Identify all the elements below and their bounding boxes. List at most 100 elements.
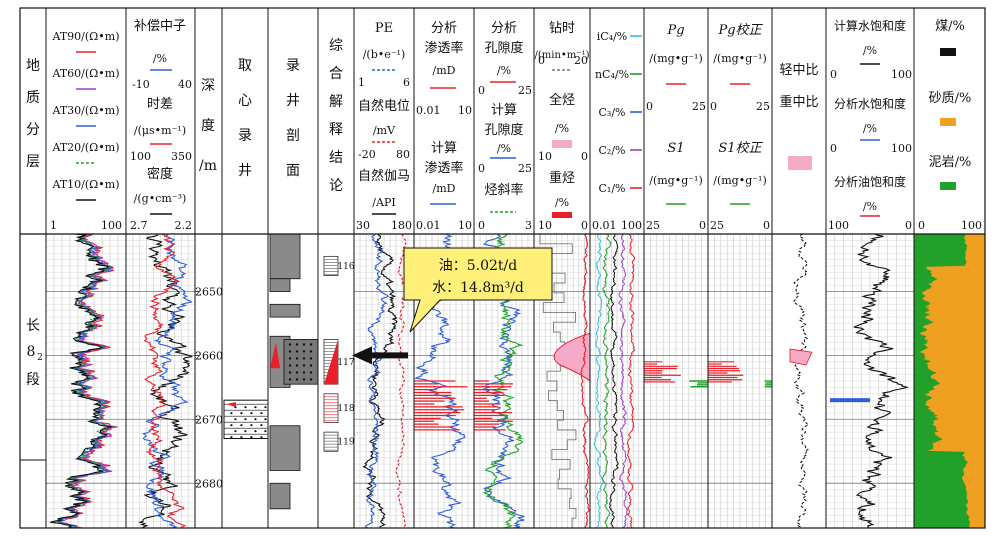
sand-fill [919,234,985,528]
sw-analysis-bar [830,398,870,403]
lith-dot [309,350,313,353]
depth-header-char: 度 [201,118,215,134]
scale-label: 100 [828,219,849,232]
sw-curve [853,233,910,529]
por-label: 孔隙度 [484,40,523,56]
tg-label: 全烃 [549,92,575,108]
scale-label: 0 [830,68,837,81]
core-dot [230,424,233,427]
zone-char: 段 [26,372,40,388]
ratio-label: 轻中比 [779,63,818,78]
scale-label: 2.7 [130,219,148,232]
core-dot [264,418,267,421]
interp-header-char: 综 [329,38,343,54]
heavy-gas-curve [580,233,590,529]
ratio-swatch [788,156,812,170]
lith-dot [309,364,313,367]
mud-swatch [940,182,956,190]
scale-label: 0 [581,219,588,232]
tg-unit: /% [555,122,569,135]
sp-curve [395,233,408,529]
callout-line2: 水：14.8m³/d [432,280,524,296]
interp-header-char: 结 [329,150,343,166]
s1-unit: /(mg•g⁻¹) [713,174,767,187]
gas-component-curve [626,233,636,529]
gr-unit: /API [372,196,395,209]
aso-label: 分析油饱和度 [834,174,906,189]
scale-label: 0 [478,84,485,97]
core-dot [244,430,247,433]
lith-dot [295,350,299,353]
gas-component-label: C₁/% [599,182,626,195]
lith-dot [302,350,306,353]
gas-component-curve [618,233,628,529]
zone-header-char: 层 [26,154,40,170]
scale-label: 30 [356,219,370,232]
ratio-label: 重中比 [779,94,818,110]
scale-label: 25 [646,219,660,232]
callout: 油：5.02t/d 水：14.8m³/d [403,247,553,333]
scale-label: 0 [763,219,770,232]
scale-label: 0 [699,219,706,232]
ac-curve [143,233,187,529]
lith-dot [309,371,313,374]
interp-header-char: 合 [329,66,343,82]
lith-dot [302,343,306,346]
interp-header-char: 释 [329,122,343,138]
scale-label: 100 [891,142,912,155]
lith-dot [302,378,306,381]
gas-component-curve [601,233,612,529]
c1-label: 重烃 [549,170,575,186]
grid-layer [46,233,914,529]
core-dot [260,424,263,427]
cpor-unit: /% [497,142,511,155]
lith-header-char: 井 [286,93,300,109]
core-dot [230,436,233,439]
core-dot [250,412,253,415]
s1-label: S1 [667,141,684,156]
scale-label: 0 [538,54,545,67]
callout-line1: 油：5.02t/d [439,258,518,274]
aso-unit: /% [863,200,877,213]
lith-header-char: 面 [286,163,300,179]
lith-dot [295,357,299,360]
c1-unit: /% [555,196,569,209]
core-dot [264,430,267,433]
gas-component-label: nC₄/% [595,68,629,81]
pg-unit: /(mg•g⁻¹) [649,52,703,65]
sp-unit: /mV [373,124,396,137]
scale-label: 100 [130,150,151,163]
lith-header-char: 录 [286,58,300,74]
zone-header-char: 地 [26,58,40,74]
interp-layer [323,431,339,452]
core-dot [234,430,237,433]
layer-number: 117 [337,358,354,368]
interp-layer [323,393,339,423]
scale-label: 25 [692,100,706,113]
scale-label: 100 [961,219,982,232]
core-dot [240,412,243,415]
zone-char: 8 [27,344,36,360]
scale-label: 100 [621,219,642,232]
depth-tick-label: 2680 [195,477,223,490]
core-dot [254,406,257,409]
lith-dot [295,364,299,367]
ac-label: 时差 [147,97,173,112]
core-header-char: 井 [238,163,252,179]
pg-label: Pg校正 [717,23,763,38]
gas-component-label: iC₄/% [597,30,628,43]
ratio-shade [789,348,813,366]
depth-tick-label: 2660 [195,349,223,362]
cnl-label: 补偿中子 [134,19,186,34]
callout-arrow [352,346,408,365]
ac-unit: /(μs•m⁻¹) [134,124,186,137]
resistivity-label: AT90/(Ω•m) [51,30,119,43]
por-label: 分析 [491,21,517,36]
lith-dot [288,350,292,353]
gr-curve [362,233,398,529]
core-oil-mark [226,402,236,408]
sand-label: 砂质/% [929,91,972,106]
scale-label: 20 [574,54,588,67]
scale-label: 180 [391,219,412,232]
